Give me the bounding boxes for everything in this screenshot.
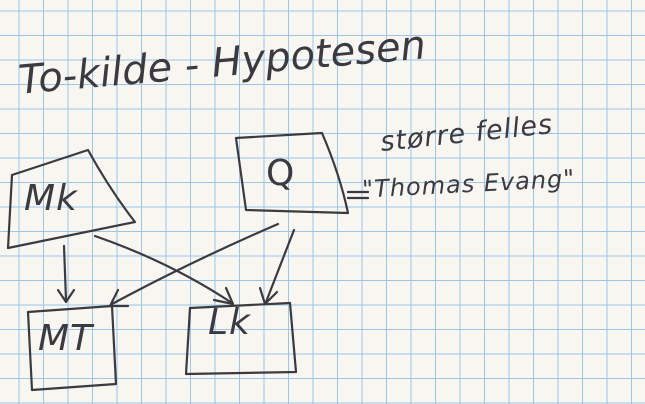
arrowhead-q-mt xyxy=(108,288,130,308)
mk-box xyxy=(6,148,137,250)
box-label-mk: Mk xyxy=(24,178,78,219)
box-label-q: Q xyxy=(266,153,296,194)
note-connector xyxy=(346,190,370,200)
arrow-mk-to-mt xyxy=(62,244,68,302)
q-box xyxy=(234,131,350,215)
arrow-mk-to-lk xyxy=(93,234,234,305)
arrowhead-mk-lk xyxy=(212,286,235,306)
arrowhead-q-lk xyxy=(258,286,279,306)
mt-box xyxy=(26,304,118,392)
box-label-mt: MT xyxy=(38,318,94,359)
arrow-q-to-lk xyxy=(264,228,296,304)
arrowhead-mk-mt xyxy=(56,288,76,304)
box-label-lk: Lk xyxy=(208,302,251,343)
lk-box xyxy=(184,301,298,376)
arrow-q-to-mt xyxy=(110,222,280,306)
